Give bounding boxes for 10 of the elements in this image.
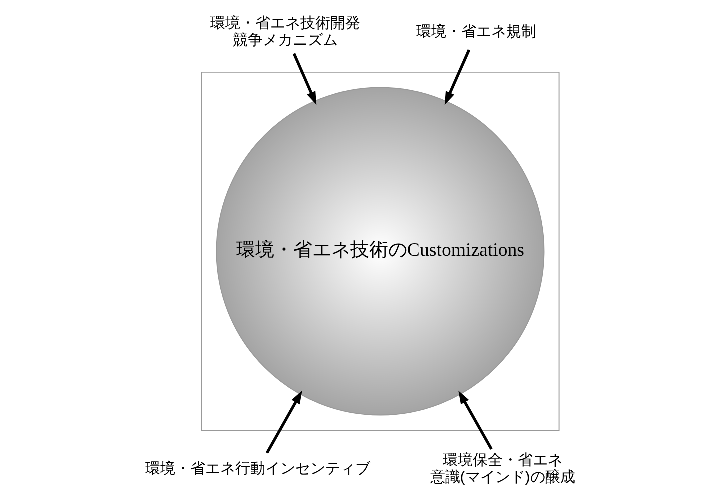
arrow [265,390,302,454]
node-text: 環境保全・省エネ 意識(マインド)の醸成 [430,452,575,486]
arrow [292,53,316,106]
node-text: 環境・省エネ規制 [416,23,536,40]
cluster [200,72,560,432]
arrow [444,50,470,106]
node-circle: 環境・省エネ技術のCustomizations [216,87,544,416]
node-text: 環境・省エネ行動インセンティブ [145,460,370,478]
node-text: 環境・省エネ技術開発 競争メカニズム [210,15,360,49]
arrow [458,390,492,450]
